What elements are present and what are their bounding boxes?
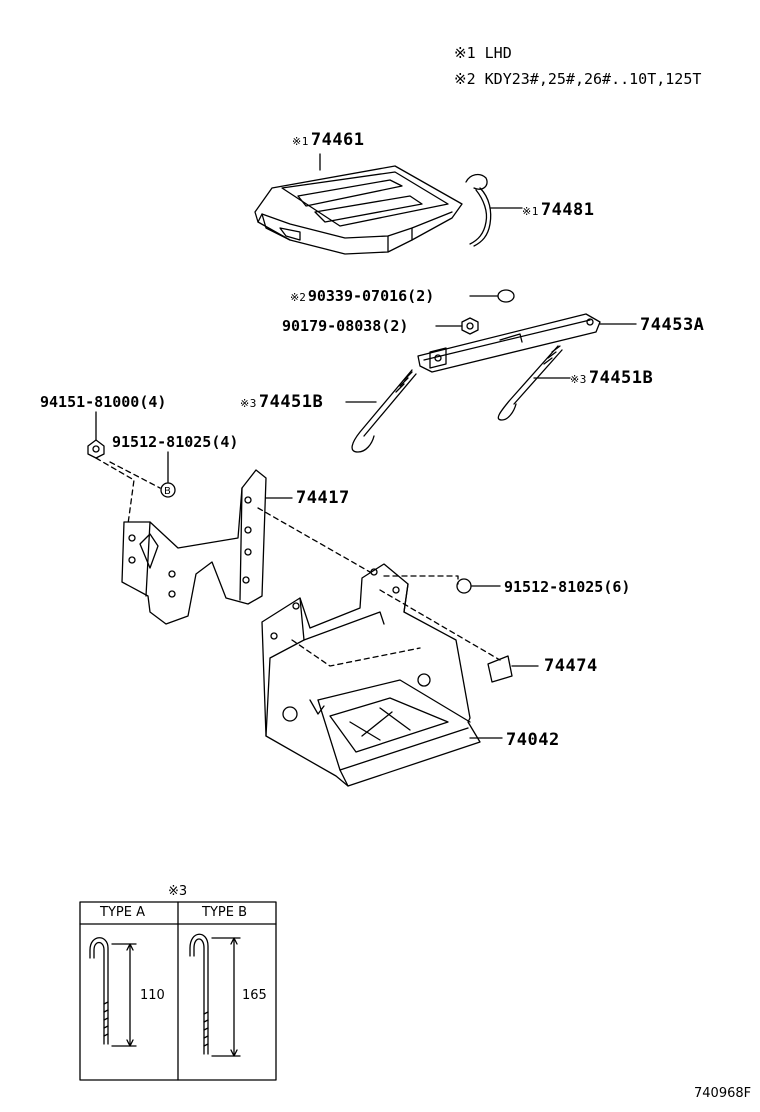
- label-90339-mark: ※2: [290, 291, 306, 304]
- label-74453a: 74453A: [640, 315, 704, 335]
- label-74042-num: 74042: [506, 730, 560, 750]
- label-74417: 74417: [296, 488, 350, 508]
- label-74042: 74042: [506, 730, 560, 750]
- type-table: [79, 901, 277, 1081]
- label-91512-6: 91512-81025(6): [504, 578, 630, 596]
- bolt-symbol-letter: B: [164, 486, 171, 497]
- label-74481-mark: ※1: [522, 205, 539, 218]
- rod-type-b: [189, 933, 241, 1057]
- type-b-dimension: 165: [242, 988, 267, 1003]
- label-90179: 90179-08038(2): [282, 317, 408, 335]
- note-2: ※2 KDY23#,25#,26#..10T,125T: [454, 70, 701, 88]
- label-74461-mark: ※1: [292, 135, 309, 148]
- note-1-mark: ※1: [454, 44, 476, 62]
- type-a-header: TYPE A: [100, 905, 145, 920]
- bracket-74417: [121, 469, 267, 625]
- type-b-header: TYPE B: [202, 905, 247, 920]
- label-91512-4-num: 91512-81025(4): [112, 433, 239, 451]
- battery-carrier-74042: [261, 563, 481, 787]
- bolt-symbol-91512-4: [160, 482, 176, 498]
- label-74461-num: 74461: [310, 130, 365, 150]
- note-1: ※1 LHD: [454, 44, 512, 62]
- label-74451b-left-mark: ※3: [240, 397, 257, 410]
- cap-nut-90339: [497, 289, 515, 303]
- label-74453a-num: 74453A: [640, 315, 705, 335]
- note-2-text: KDY23#,25#,26#..10T,125T: [484, 70, 702, 88]
- bolt-symbol-91512-6: [456, 578, 472, 594]
- dashed-guides: [95, 457, 501, 667]
- label-91512-6-num: 91512-81025(6): [504, 578, 631, 596]
- battery-clamp-74453a: [417, 313, 601, 373]
- label-94151: 94151-81000(4): [40, 393, 166, 411]
- label-74451b-left-num: 74451B: [258, 392, 324, 412]
- vent-tube-74481: [465, 173, 492, 247]
- type-a-dimension: 110: [140, 988, 165, 1003]
- label-74474-num: 74474: [544, 656, 598, 676]
- battery-cover-74461: [254, 165, 463, 255]
- label-74451b-right-num: 74451B: [588, 368, 654, 388]
- label-74451b-right-mark: ※3: [570, 373, 587, 386]
- hold-down-rod-right: [497, 345, 563, 421]
- figure-id: 740968F: [694, 1086, 752, 1101]
- label-74481-num: 74481: [540, 200, 595, 220]
- rod-type-a: [89, 937, 137, 1047]
- note-2-mark: ※2: [454, 70, 476, 88]
- type-table-mark: ※3: [168, 884, 188, 899]
- label-91512-4: 91512-81025(4): [112, 433, 238, 451]
- hold-down-rod-left: [351, 369, 417, 453]
- nut-94151: [87, 439, 105, 459]
- label-94151-num: 94151-81000(4): [40, 393, 167, 411]
- label-90339-num: 90339-07016(2): [307, 287, 435, 305]
- pad-74474: [487, 655, 513, 683]
- nut-90179: [461, 317, 479, 335]
- label-90179-num: 90179-08038(2): [282, 317, 409, 335]
- label-74474: 74474: [544, 656, 598, 676]
- label-74417-num: 74417: [296, 488, 350, 508]
- note-1-text: LHD: [484, 44, 512, 62]
